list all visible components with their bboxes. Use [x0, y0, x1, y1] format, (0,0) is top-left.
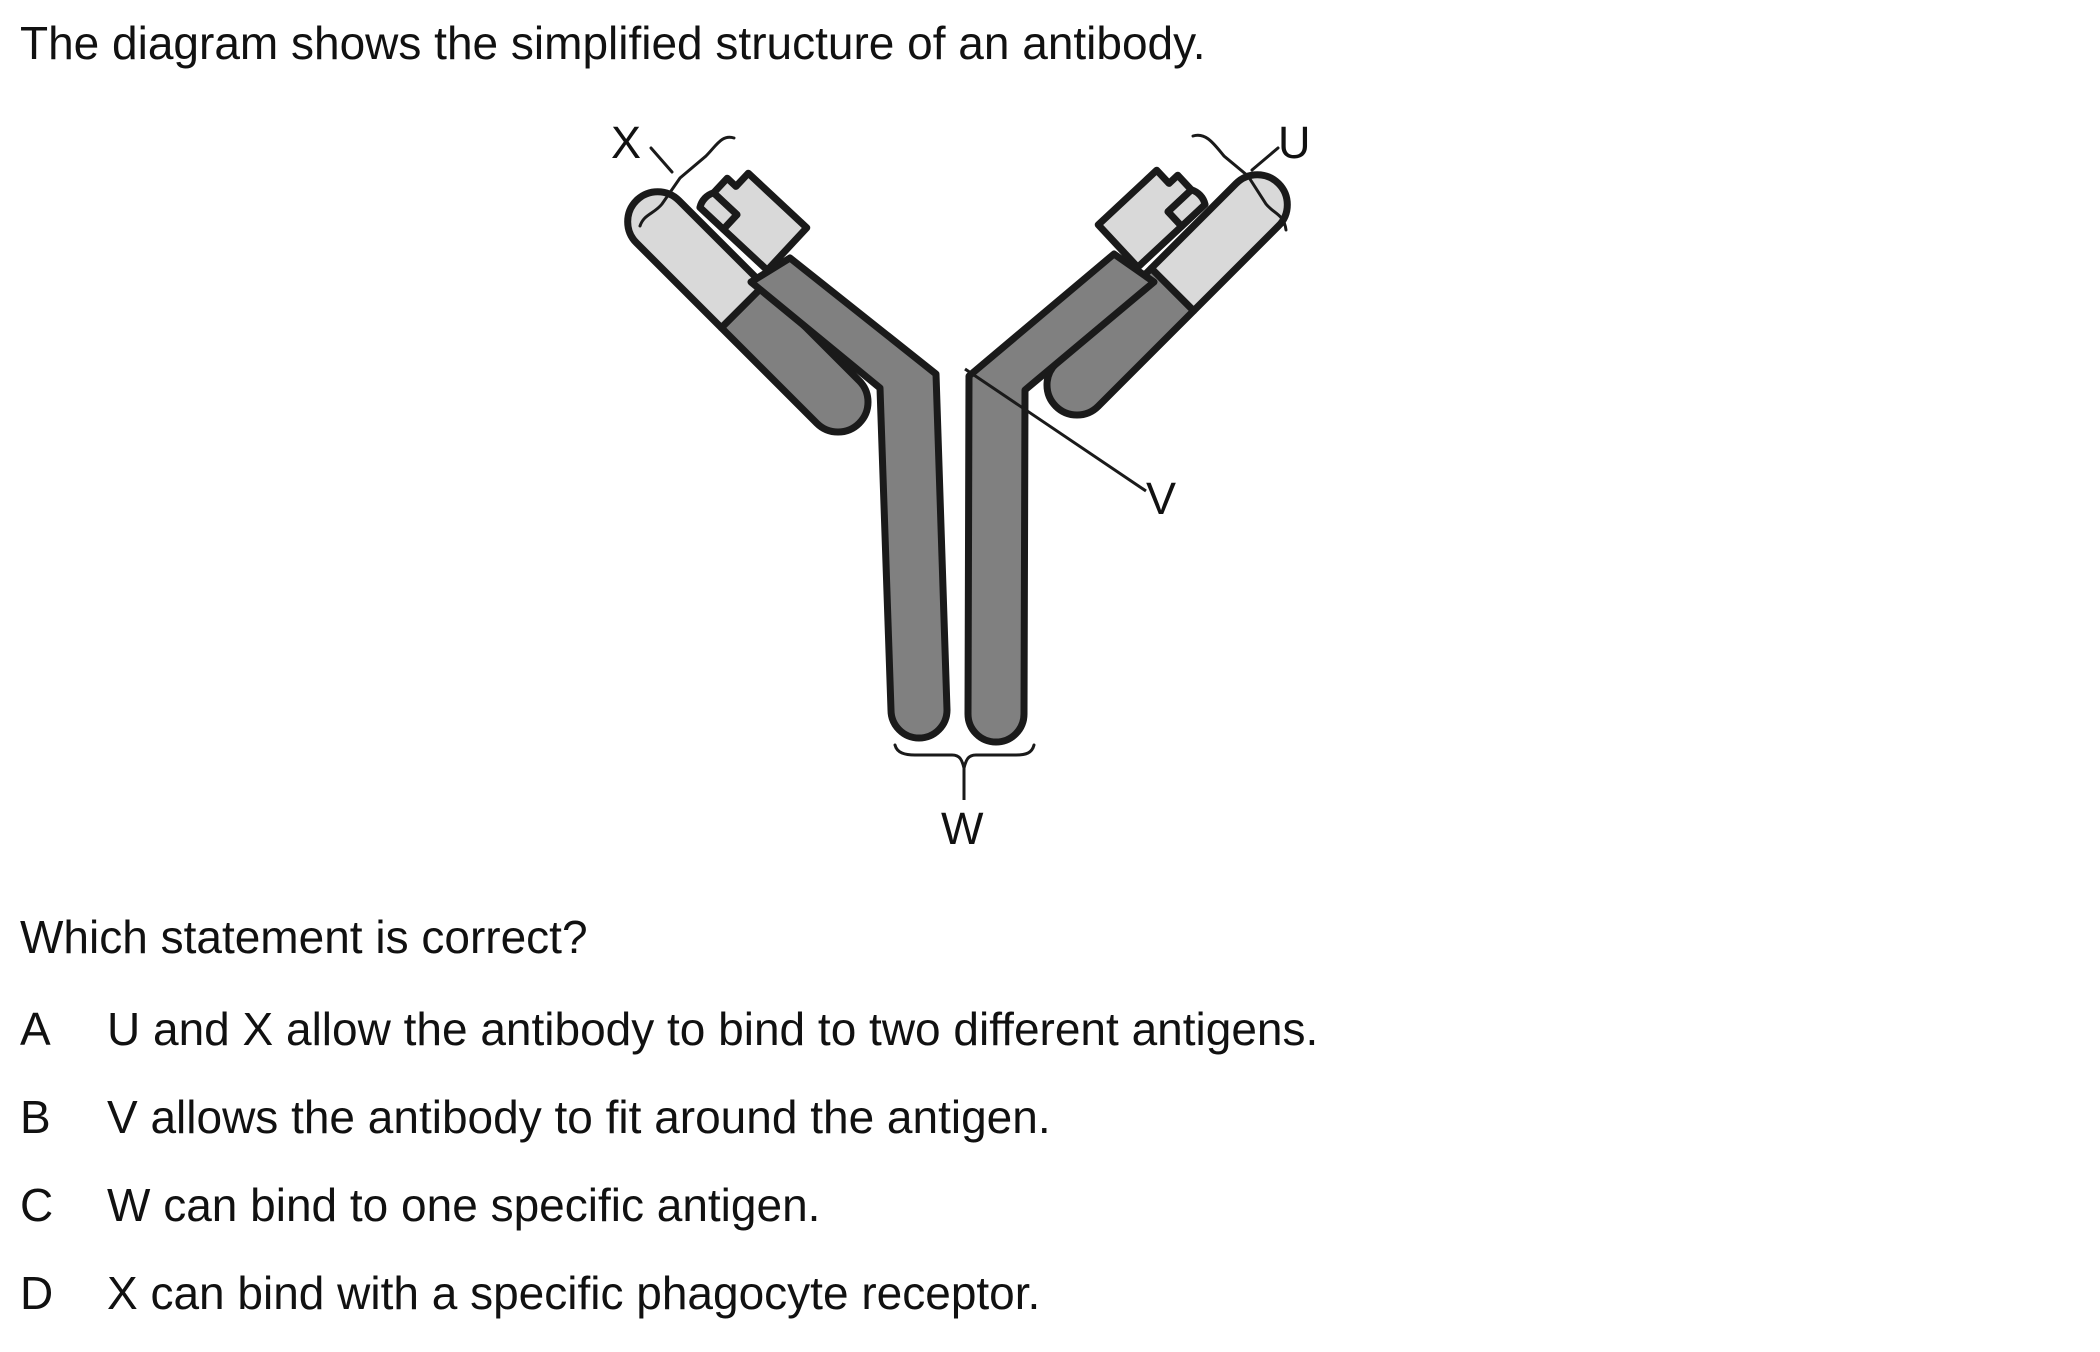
right-heavy-chain — [964, 166, 1209, 746]
label-x-group: X — [611, 117, 736, 228]
brace-x — [638, 135, 736, 228]
option-a[interactable]: A U and X allow the antibody to bind to … — [20, 1000, 1620, 1088]
answer-options: A U and X allow the antibody to bind to … — [20, 1000, 1620, 1352]
left-light-chain — [624, 188, 872, 436]
question-prompt: Which statement is correct? — [20, 911, 588, 963]
question-stem: The diagram shows the simplified structu… — [20, 17, 1206, 69]
right-light-chain — [1043, 171, 1291, 419]
label-x: X — [611, 117, 641, 168]
option-c-letter: C — [20, 1179, 54, 1231]
label-u: U — [1278, 117, 1311, 168]
brace-w — [893, 743, 1036, 769]
brace-u — [1191, 133, 1288, 232]
option-d-letter: D — [20, 1267, 54, 1319]
option-b-text: V allows the antibody to fit around the … — [107, 1091, 1051, 1143]
label-u-group: U — [1191, 117, 1311, 232]
left-heavy-chain-body — [747, 254, 951, 742]
left-light-chain-constant-region — [717, 281, 872, 436]
option-a-letter: A — [20, 1003, 51, 1055]
right-light-chain-constant-region — [1043, 264, 1198, 419]
label-v: V — [1146, 473, 1176, 524]
label-v-group: V — [964, 367, 1176, 524]
option-c[interactable]: C W can bind to one specific antigen. — [20, 1176, 1620, 1264]
option-d-text: X can bind with a specific phagocyte rec… — [107, 1267, 1041, 1319]
label-w: W — [941, 803, 984, 854]
antibody-diagram: X U V W — [611, 117, 1311, 854]
label-w-group: W — [893, 743, 1036, 854]
option-c-text: W can bind to one specific antigen. — [107, 1179, 821, 1231]
option-a-text: U and X allow the antibody to bind to tw… — [107, 1003, 1319, 1055]
right-heavy-chain-body — [964, 250, 1158, 746]
option-d[interactable]: D X can bind with a specific phagocyte r… — [20, 1264, 1620, 1352]
left-light-chain-variable-region — [624, 188, 768, 332]
left-heavy-chain — [696, 169, 951, 742]
option-b-letter: B — [20, 1091, 51, 1143]
pointer-v — [964, 367, 1147, 493]
option-b[interactable]: B V allows the antibody to fit around th… — [20, 1088, 1620, 1176]
